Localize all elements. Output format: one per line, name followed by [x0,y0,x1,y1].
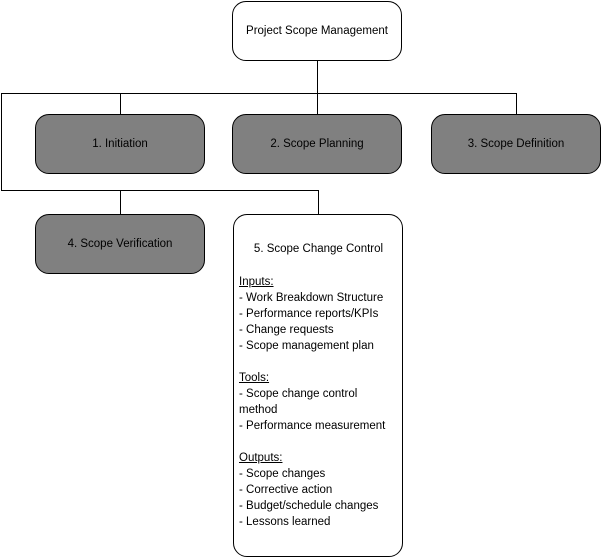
list-item: - Lessons learned [239,516,331,528]
connector-row1 [120,93,517,114]
phase-scope-planning: 2. Scope Planning [232,114,402,174]
phase-scope-definition: 3. Scope Definition [431,114,601,174]
section-heading: Inputs: [239,276,274,288]
root-label: Project Scope Management [246,25,388,37]
phase-scope-verification: 4. Scope Verification [35,214,205,274]
phase-label: 5. Scope Change Control [253,243,384,255]
list-item: - Performance measurement [239,420,386,432]
section-tools: Tools: - Scope change control method - Per… [239,370,398,434]
phase-label: 3. Scope Definition [467,138,565,150]
section-inputs: Inputs: - Work Breakdown Structure - Perfo… [239,274,398,354]
list-item: - Scope management plan [239,340,374,352]
phase-label: 1. Initiation [92,138,148,150]
root-node: Project Scope Management [232,1,402,61]
section-heading: Outputs: [239,452,283,464]
list-item: - Scope change control method [239,388,361,416]
connector-left-loop [1,93,319,214]
phase-label: 2. Scope Planning [270,138,364,150]
phase-label: 4. Scope Verification [67,238,173,250]
list-item: - Work Breakdown Structure [239,292,384,304]
list-item: - Budget/schedule changes [239,500,379,512]
list-item: - Corrective action [239,484,333,496]
phase-initiation: 1. Initiation [35,114,205,174]
section-heading: Tools: [239,372,270,384]
list-item: - Scope changes [239,468,326,480]
phase-scope-change-control: 5. Scope Change Control Inputs: - Work Br… [233,214,403,557]
section-outputs: Outputs: - Scope changes - Corrective acti… [239,450,398,530]
list-item: - Performance reports/KPIs [239,308,379,320]
list-item: - Change requests [239,324,334,336]
